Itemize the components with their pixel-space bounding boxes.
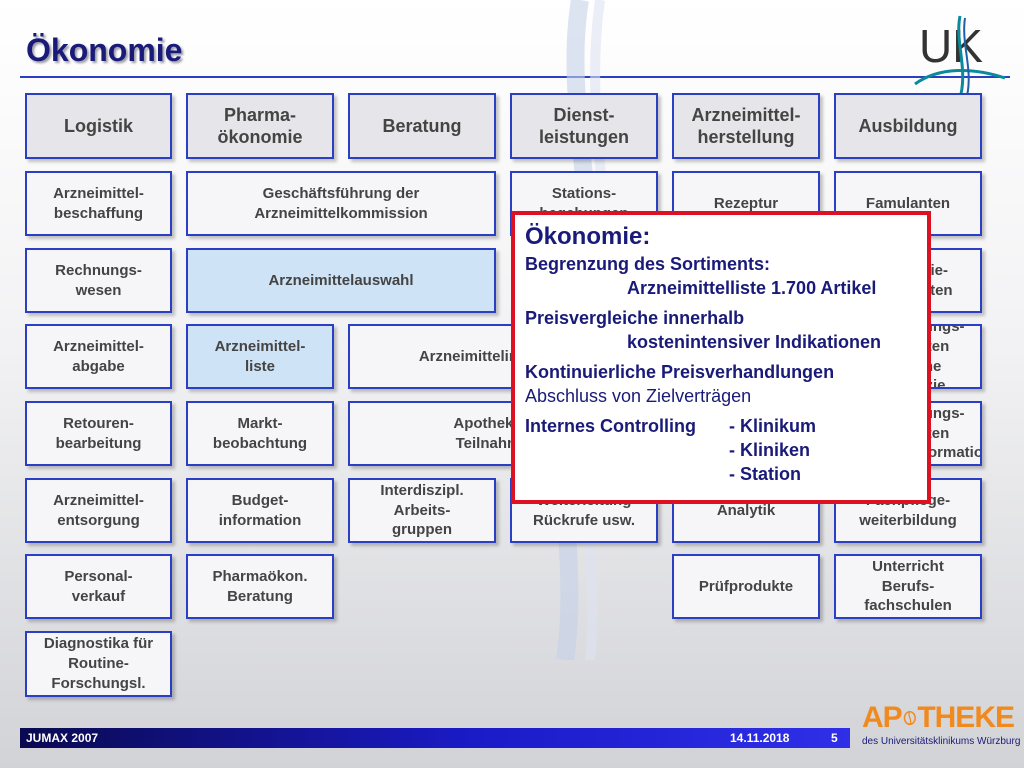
cell-arzneimittelauswahl: Arzneimittelauswahl [186,248,496,313]
cell-budgetinformation: Budget- information [186,478,334,543]
footer-bar [20,728,850,748]
callout-controlling-label: Internes Controlling [525,416,696,436]
cell-rechnungswesen: Rechnungs- wesen [25,248,172,313]
callout-line-sortiment: Begrenzung des Sortiments: [525,254,771,274]
title-underline [20,76,1010,78]
footer-date: 14.11.2018 [730,731,790,745]
footer-page-number: 5 [831,731,838,745]
oekonomie-callout: Ökonomie: Begrenzung des Sortiments: Arz… [511,211,931,504]
callout-line-preisvergleiche: Preisvergleiche innerhalb [525,308,745,328]
cell-pruefprodukte: Prüfprodukte [672,554,820,619]
header-logistik: Logistik [25,93,172,159]
callout-line-preisverhandlungen: Kontinuierliche Preisverhandlungen [525,362,835,382]
header-arzneimittelherstellung: Arzneimittel- herstellung [672,93,820,159]
callout-controlling-item-klinikum: - Klinikum [729,416,817,436]
callout-zielvertraege-text: Abschluss von Zielverträgen [525,386,752,406]
cell-arzneimittelentsorgung: Arzneimittel- entsorgung [25,478,172,543]
cell-unterricht-berufsfachschulen: Unterricht Berufs- fachschulen [834,554,982,619]
apotheke-logo: AP THEKE des Universitätsklinikums Würzb… [862,701,1021,752]
callout-line-arzneimittelliste: Arzneimittelliste 1.700 Artikel [627,278,877,298]
callout-title: Ökonomie: [525,223,651,250]
callout-controlling-row-3: - Station [525,462,927,486]
header-beratung: Beratung [348,93,496,159]
apotheke-logo-suffix: THEKE [917,701,1015,734]
cell-pharmaoekon-beratung: Pharmaökon. Beratung [186,554,334,619]
cell-arzneimittelabgabe: Arzneimittel- abgabe [25,324,172,389]
apotheke-snake-icon [903,710,916,726]
header-ausbildung: Ausbildung [834,93,982,159]
cell-personalverkauf: Personal- verkauf [25,554,172,619]
callout-controlling-item-station: - Station [729,464,801,484]
cell-arbeitsgruppen: Interdiszipl. Arbeits- gruppen [348,478,496,543]
logo-text: UK [919,20,983,72]
callout-controlling-row: Internes Controlling - Klinikum [525,414,927,438]
cell-geschaeftsfuehrung: Geschäftsführung der Arzneimittelkommiss… [186,171,496,236]
callout-controlling-row-2: - Kliniken [525,438,927,462]
header-pharmaoekonomie: Pharma- ökonomie [186,93,334,159]
cell-arzneimittelbeschaffung: Arzneimittel- beschaffung [25,171,172,236]
callout-line-zielvertraege: Abschluss von Zielverträgen [525,384,927,408]
footer-left-text: JUMAX 2007 [26,731,99,745]
cell-marktbeobachtung: Markt- beobachtung [186,401,334,466]
callout-controlling-item-kliniken: - Kliniken [729,440,811,460]
cell-diagnostika: Diagnostika für Routine- Forschungsl. [25,631,172,697]
apotheke-logo-subtitle: des Universitätsklinikums Würzburg [862,736,1021,747]
uk-logo: UK [914,15,1006,97]
header-dienstleistungen: Dienst- leistungen [510,93,658,159]
callout-line-indikationen: kostenintensiver Indikationen [627,332,882,352]
slide-title: Ökonomie [26,32,183,68]
cell-arzneimittelliste: Arzneimittel- liste [186,324,334,389]
apotheke-logo-prefix: AP [862,701,903,734]
cell-retourenbearbeitung: Retouren- bearbeitung [25,401,172,466]
